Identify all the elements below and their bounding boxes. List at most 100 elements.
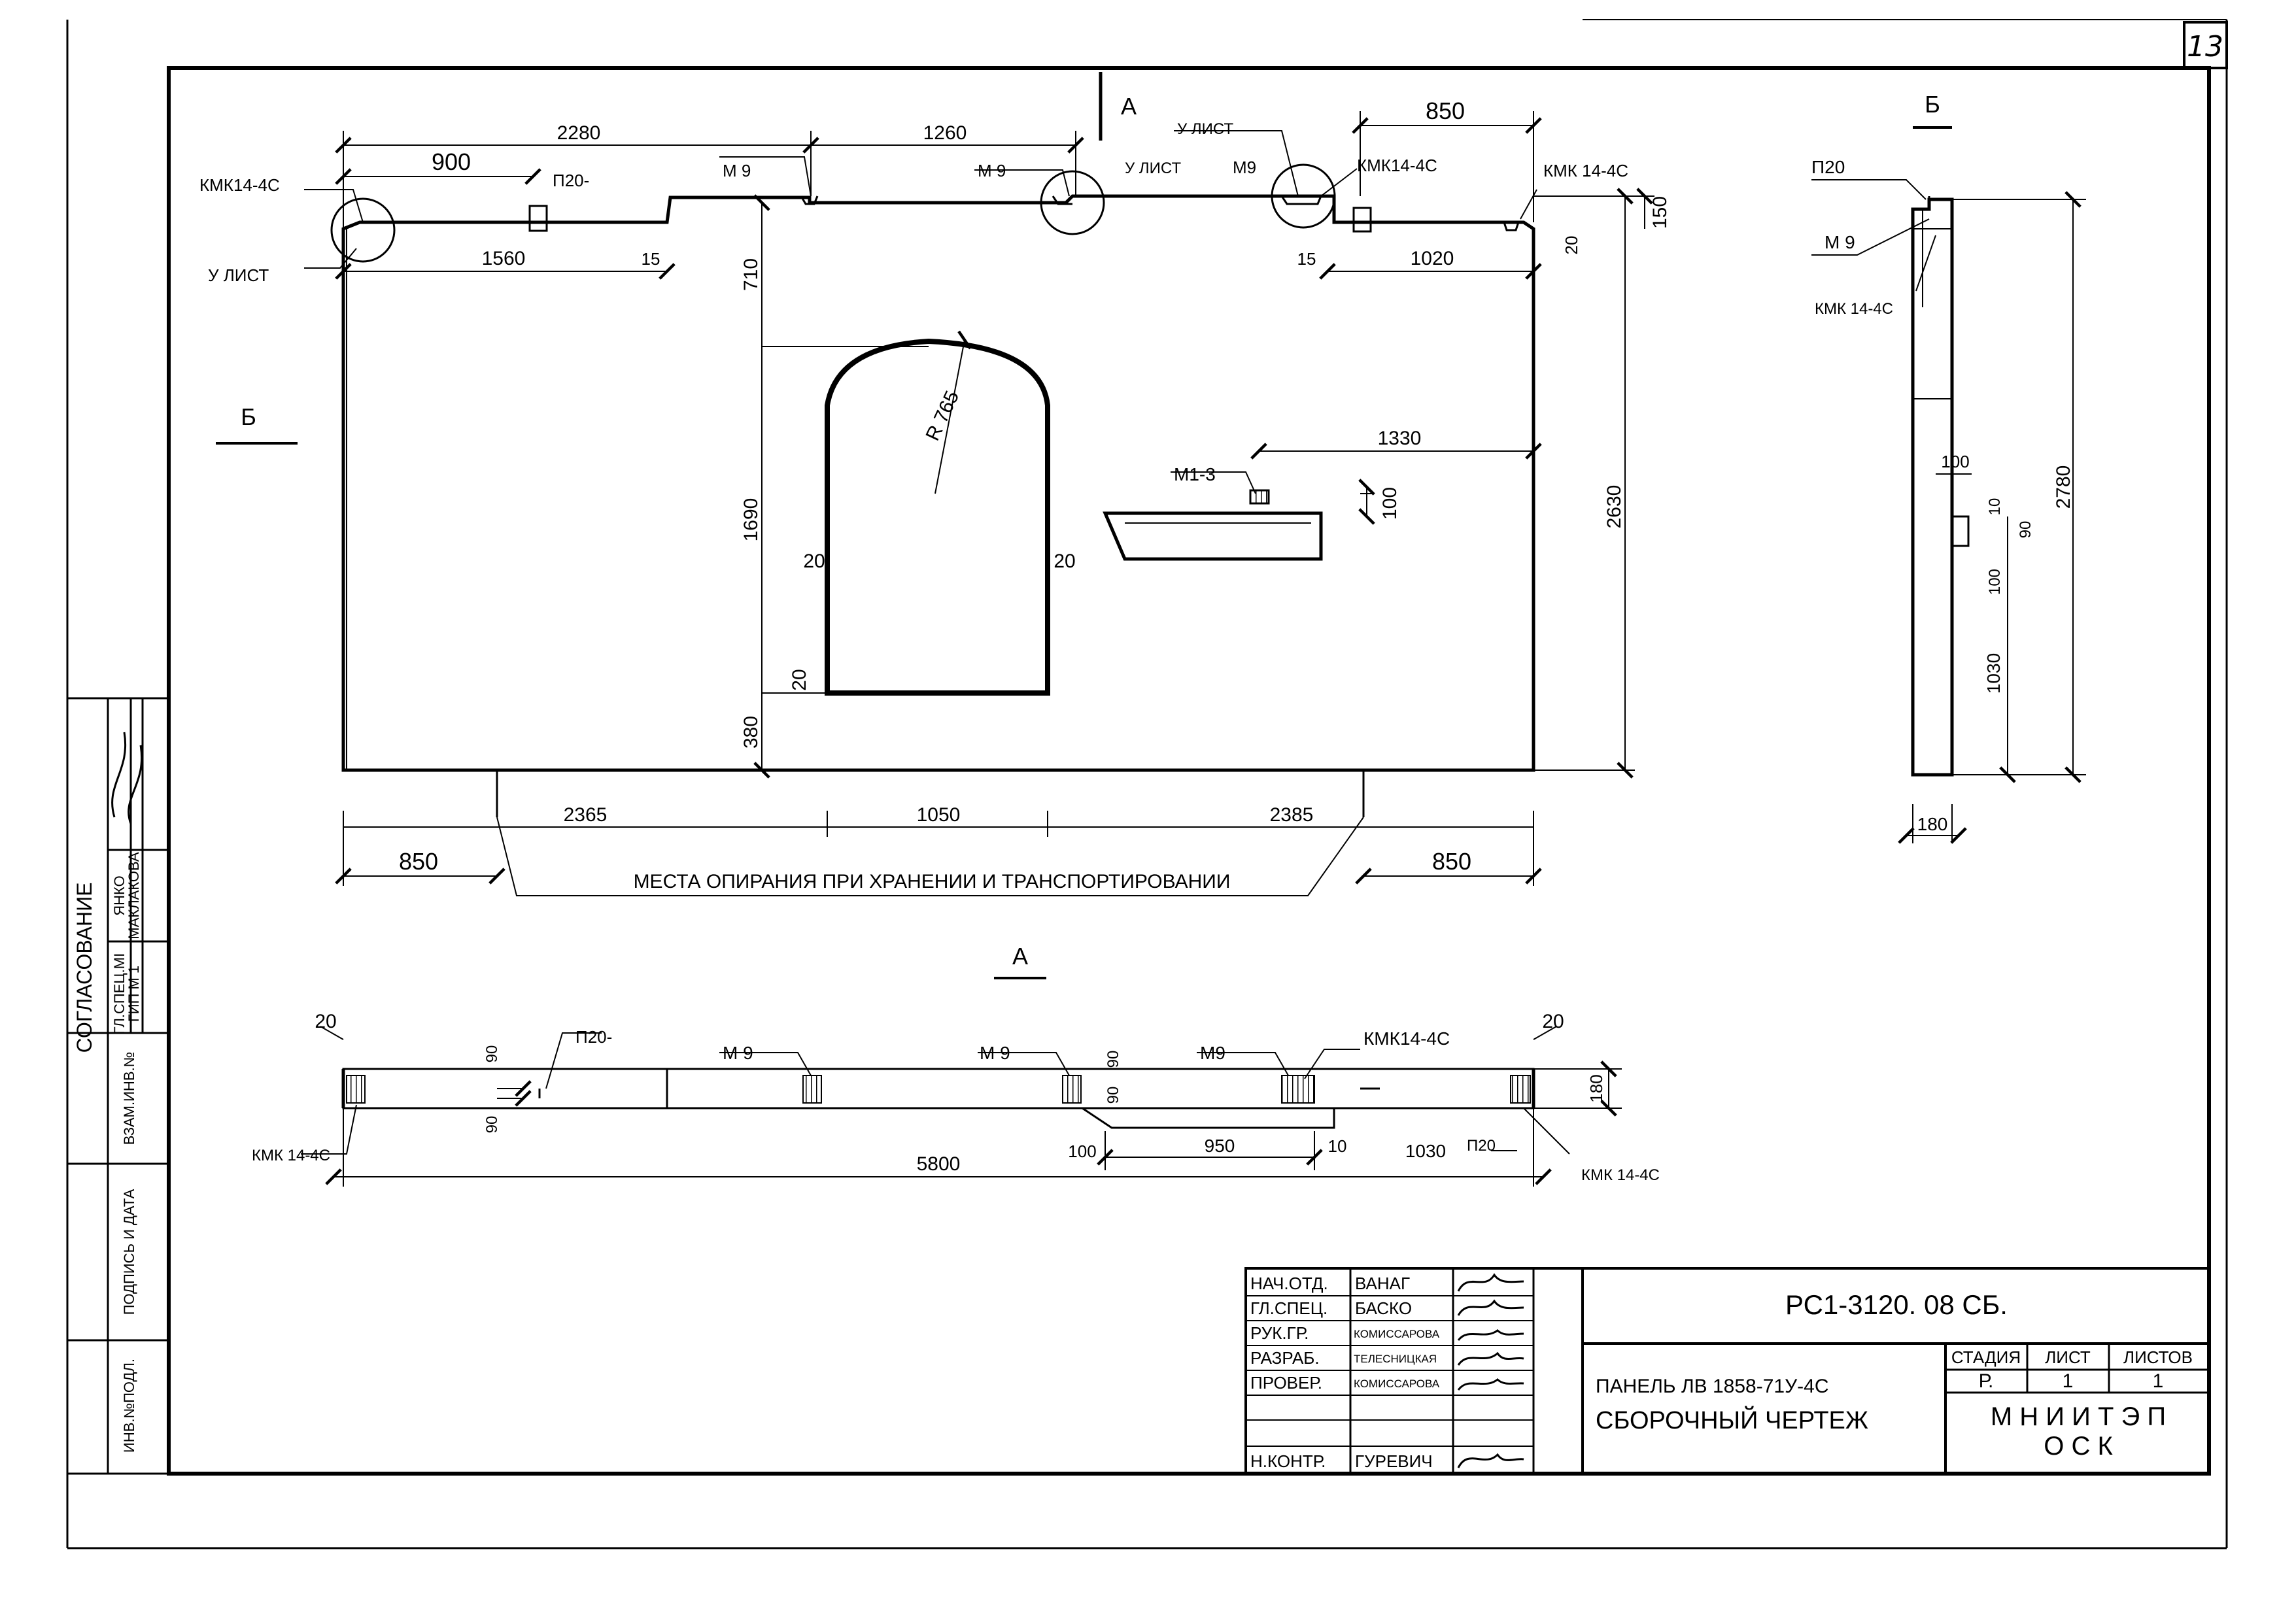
svg-text:ГЛ.СПЕЦ.: ГЛ.СПЕЦ. bbox=[1250, 1298, 1328, 1318]
svg-text:ЛИСТОВ: ЛИСТОВ bbox=[2123, 1347, 2193, 1367]
panel-front-view bbox=[330, 163, 1535, 817]
svg-text:1020: 1020 bbox=[1411, 248, 1454, 269]
svg-text:15: 15 bbox=[642, 249, 660, 269]
svg-text:180: 180 bbox=[1917, 814, 1948, 834]
svg-text:МАКЛАКОВА: МАКЛАКОВА bbox=[126, 852, 142, 939]
svg-text:100: 100 bbox=[1379, 487, 1401, 520]
svg-text:КМК 14-4С: КМК 14-4С bbox=[1815, 300, 1893, 318]
svg-text:КМК14-4С: КМК14-4С bbox=[199, 175, 280, 195]
svg-text:1260: 1260 bbox=[923, 122, 967, 144]
svg-text:Б: Б bbox=[241, 403, 256, 430]
svg-text:1030: 1030 bbox=[1405, 1141, 1446, 1161]
svg-text:20: 20 bbox=[803, 550, 825, 572]
svg-text:МЕСТА ОПИРАНИЯ ПРИ ХРАНЕНИИ И: МЕСТА ОПИРАНИЯ ПРИ ХРАНЕНИИ И ТРАНСПОРТИ… bbox=[634, 871, 1231, 892]
front-dimension-lines bbox=[216, 72, 1952, 979]
svg-text:90: 90 bbox=[1105, 1051, 1122, 1068]
agreement-strip-text: СОГЛАСОВАНИЕ ГЛ.СПЕЦ.МI ЯНКО ГИП М 1 МАК… bbox=[73, 732, 143, 1453]
svg-text:10: 10 bbox=[1328, 1136, 1347, 1156]
svg-text:900: 900 bbox=[432, 148, 471, 175]
svg-text:П20-: П20- bbox=[575, 1027, 612, 1047]
svg-text:У ЛИСТ: У ЛИСТ bbox=[208, 265, 269, 285]
svg-text:90: 90 bbox=[483, 1116, 501, 1134]
svg-text:М1-3: М1-3 bbox=[1174, 464, 1216, 484]
svg-text:О С К: О С К bbox=[2044, 1432, 2113, 1461]
title-block-people: НАЧ.ОТД. ВАНАГ ГЛ.СПЕЦ. БАСКО РУК.ГР. КО… bbox=[1250, 1274, 1440, 1471]
svg-text:П20: П20 bbox=[1811, 157, 1845, 177]
panel-side-view bbox=[1811, 179, 2086, 844]
svg-text:Р.: Р. bbox=[1979, 1370, 1994, 1392]
svg-text:850: 850 bbox=[1432, 848, 1471, 875]
svg-text:Б: Б bbox=[1925, 91, 1940, 118]
svg-text:М 9: М 9 bbox=[723, 161, 751, 180]
svg-text:20: 20 bbox=[315, 1011, 336, 1032]
svg-text:100: 100 bbox=[1068, 1142, 1096, 1161]
svg-text:Н.КОНТР.: Н.КОНТР. bbox=[1250, 1451, 1326, 1471]
svg-text:РАЗРАБ.: РАЗРАБ. bbox=[1250, 1348, 1320, 1368]
title-block bbox=[1244, 1267, 2210, 1475]
svg-text:ВАНАГ: ВАНАГ bbox=[1355, 1274, 1410, 1293]
front-dimension-text: 2280 900 1260 850 1560 15 15 1020 710 16… bbox=[199, 91, 1940, 970]
svg-text:СТАДИЯ: СТАДИЯ bbox=[1951, 1347, 2021, 1367]
drawing-title-line1: ПАНЕЛЬ ЛВ 1858-71У-4С bbox=[1596, 1376, 1828, 1397]
svg-text:2385: 2385 bbox=[1270, 804, 1314, 826]
svg-text:БАСКО: БАСКО bbox=[1355, 1298, 1412, 1318]
svg-text:100: 100 bbox=[1941, 452, 1969, 471]
svg-text:5800: 5800 bbox=[917, 1153, 961, 1175]
svg-text:М 9: М 9 bbox=[1825, 232, 1855, 252]
document-code: РС1-3120. 08 СБ. bbox=[1785, 1289, 2008, 1320]
sheet-number: 13 bbox=[2187, 30, 2223, 63]
svg-text:ВЗАМ.ИНВ.№: ВЗАМ.ИНВ.№ bbox=[121, 1052, 137, 1145]
svg-text:1330: 1330 bbox=[1378, 428, 1422, 449]
svg-text:1560: 1560 bbox=[482, 248, 526, 269]
svg-text:20: 20 bbox=[789, 669, 810, 690]
svg-text:15: 15 bbox=[1297, 249, 1316, 269]
svg-text:ЛИСТ: ЛИСТ bbox=[2045, 1347, 2091, 1367]
svg-text:150: 150 bbox=[1649, 196, 1671, 229]
svg-text:ТЕЛЕСНИЦКАЯ: ТЕЛЕСНИЦКАЯ bbox=[1354, 1353, 1437, 1365]
svg-text:М9: М9 bbox=[1233, 158, 1256, 177]
svg-text:20: 20 bbox=[1542, 1011, 1564, 1032]
svg-text:КМК14-4С: КМК14-4С bbox=[1357, 156, 1437, 175]
svg-text:2780: 2780 bbox=[2053, 465, 2074, 509]
panel-plan-view bbox=[301, 1026, 1622, 1187]
title-block-text: РС1-3120. 08 СБ. ПАНЕЛЬ ЛВ 1858-71У-4С С… bbox=[1596, 1289, 2193, 1461]
agreement-strip bbox=[66, 697, 170, 1475]
svg-text:М 9: М 9 bbox=[980, 1043, 1010, 1063]
svg-text:710: 710 bbox=[740, 258, 762, 291]
svg-text:У ЛИСТ: У ЛИСТ bbox=[1177, 120, 1233, 138]
svg-text:ГУРЕВИЧ: ГУРЕВИЧ bbox=[1355, 1451, 1433, 1471]
svg-text:ПОДПИСЬ И ДАТА: ПОДПИСЬ И ДАТА bbox=[121, 1189, 137, 1315]
svg-text:90: 90 bbox=[483, 1045, 501, 1063]
svg-text:ЯНКО: ЯНКО bbox=[111, 875, 128, 915]
svg-text:R 765: R 765 bbox=[922, 388, 964, 445]
drawing-title-line2: СБОРОЧНЫЙ ЧЕРТЕЖ bbox=[1596, 1405, 1868, 1434]
svg-text:РУК.ГР.: РУК.ГР. bbox=[1250, 1323, 1309, 1343]
svg-text:1030: 1030 bbox=[1983, 653, 2004, 694]
svg-text:А: А bbox=[1121, 93, 1137, 120]
svg-text:950: 950 bbox=[1205, 1136, 1235, 1156]
svg-text:20: 20 bbox=[1562, 236, 1581, 255]
svg-text:ИНВ.№ПОДЛ.: ИНВ.№ПОДЛ. bbox=[121, 1359, 137, 1453]
svg-text:100: 100 bbox=[1986, 569, 2004, 595]
side-view-text: П20 М 9 КМК 14-4С 2780 100 10 90 100 103… bbox=[1811, 157, 2074, 834]
svg-text:ГИП М 1: ГИП М 1 bbox=[126, 966, 142, 1022]
svg-text:М9: М9 bbox=[1200, 1043, 1225, 1063]
svg-text:2630: 2630 bbox=[1603, 485, 1625, 529]
svg-text:НАЧ.ОТД.: НАЧ.ОТД. bbox=[1250, 1274, 1328, 1293]
svg-text:180: 180 bbox=[1586, 1074, 1606, 1102]
svg-text:10: 10 bbox=[1986, 498, 2004, 516]
svg-text:850: 850 bbox=[399, 848, 438, 875]
signatures bbox=[1457, 1273, 1524, 1468]
svg-text:20: 20 bbox=[1054, 550, 1075, 572]
svg-text:КМК 14-4С: КМК 14-4С bbox=[1581, 1166, 1660, 1184]
svg-text:КМК14-4С: КМК14-4С bbox=[1363, 1028, 1450, 1049]
svg-text:П20-: П20- bbox=[553, 171, 589, 190]
svg-text:1: 1 bbox=[2063, 1370, 2074, 1392]
svg-text:ГЛ.СПЕЦ.МI: ГЛ.СПЕЦ.МI bbox=[111, 953, 128, 1034]
svg-text:90: 90 bbox=[1105, 1087, 1122, 1104]
svg-text:90: 90 bbox=[2017, 521, 2034, 539]
svg-text:КОМИССАРОВА: КОМИССАРОВА bbox=[1354, 1378, 1440, 1390]
svg-text:СОГЛАСОВАНИЕ: СОГЛАСОВАНИЕ bbox=[73, 883, 96, 1053]
plan-view-text: 20 20 П20- М 9 М 9 М9 КМК14-4С КМК 14-4С… bbox=[252, 1011, 1660, 1184]
